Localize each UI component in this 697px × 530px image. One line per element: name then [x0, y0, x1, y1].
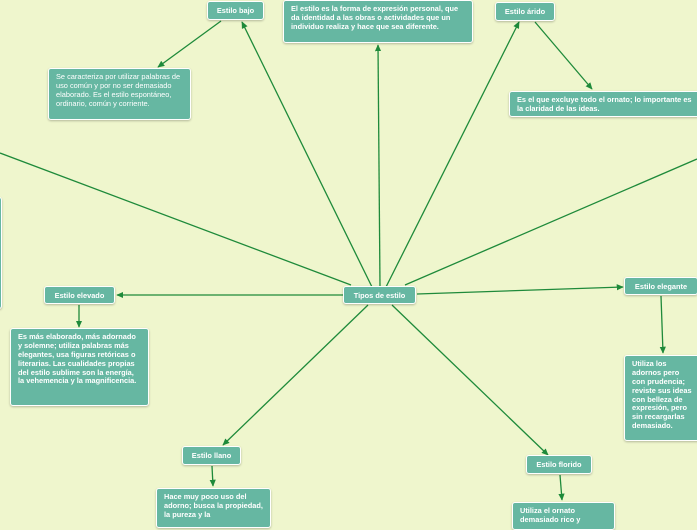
branch-estilo-arido[interactable]: Estilo árido [495, 2, 555, 21]
central-topic[interactable]: Tipos de estilo [343, 286, 416, 304]
connector-elegante-to-description [659, 295, 666, 354]
connector-central-to-florido [391, 304, 549, 456]
connector-central-to-offscreen-right [404, 158, 697, 286]
branch-estilo-llano[interactable]: Estilo llano [182, 446, 241, 465]
estilo-elevado-description[interactable]: Es más elaborado, más adornado y solemne… [10, 328, 149, 406]
definition-note[interactable]: El estilo es la forma de expresión perso… [283, 0, 473, 43]
connector-central-to-offscreen-left [0, 152, 352, 286]
estilo-florido-description[interactable]: Utiliza el ornato demasiado rico y [512, 502, 615, 530]
connector-llano-to-description [209, 465, 216, 487]
connector-florido-to-description [558, 474, 565, 501]
branch-estilo-elevado[interactable]: Estilo elevado [44, 286, 115, 304]
branch-estilo-elegante[interactable]: Estilo elegante [624, 277, 697, 295]
connector-central-to-arido [385, 21, 520, 288]
branch-estilo-bajo[interactable]: Estilo bajo [207, 1, 264, 20]
connector-arido-to-description [534, 21, 593, 90]
estilo-elegante-description[interactable]: Utiliza los adornos pero con prudencia; … [624, 355, 697, 441]
connector-central-to-definition [374, 44, 382, 288]
offscreen-left-node[interactable] [0, 197, 2, 309]
connector-central-to-elegante [416, 284, 624, 295]
connector-bajo-to-description [157, 20, 222, 68]
connector-central-to-llano [222, 304, 369, 446]
estilo-arido-description[interactable]: Es el que excluye todo el ornato; lo imp… [509, 91, 697, 117]
branch-estilo-florido[interactable]: Estilo florido [526, 455, 592, 474]
connector-central-to-bajo [241, 21, 373, 288]
estilo-llano-description[interactable]: Hace muy poco uso del adorno; busca la p… [156, 488, 271, 528]
estilo-bajo-description[interactable]: Se caracteriza por utilizar palabras de … [48, 68, 191, 120]
